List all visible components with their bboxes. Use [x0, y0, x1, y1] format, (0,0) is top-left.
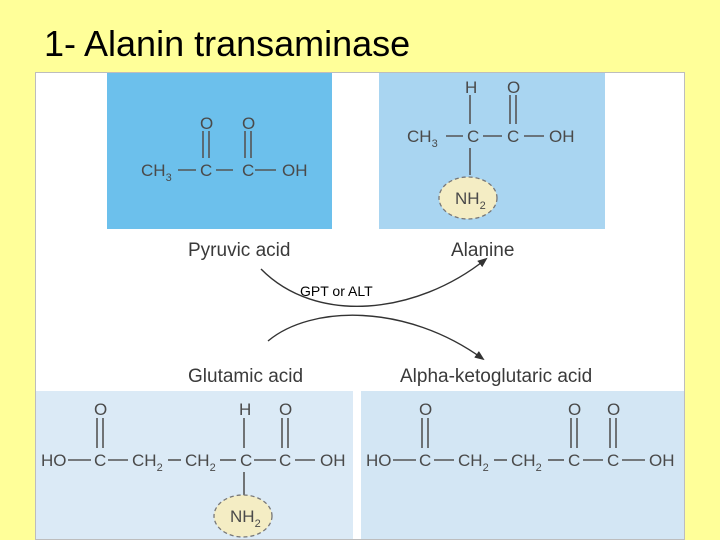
alanine-amine-oval	[438, 176, 498, 220]
ketoglutaric-box	[361, 391, 684, 539]
atom-ch2: CH2	[185, 451, 216, 474]
atom-ch2: CH2	[132, 451, 163, 474]
atom-c: C	[94, 451, 106, 470]
atom-c: C	[568, 451, 580, 470]
atom-oh: OH	[320, 451, 346, 470]
arrow-glutamic-to-ketoglutaric	[267, 314, 485, 361]
atom-oh: OH	[282, 161, 308, 180]
atom-c: C	[200, 161, 212, 180]
atom-h: H	[239, 400, 251, 419]
arrow-pyruvic-to-alanine	[260, 257, 488, 307]
atom-ch2: CH2	[511, 451, 542, 474]
atom-oh: OH	[649, 451, 675, 470]
slide-title: 1- Alanin transaminase	[44, 23, 411, 64]
atom-o: O	[568, 400, 581, 419]
atom-o: O	[200, 114, 213, 133]
atom-o: O	[607, 400, 620, 419]
atom-c: C	[467, 127, 479, 146]
atom-c: C	[240, 451, 252, 470]
glutamic-amine-oval	[213, 494, 273, 538]
atom-nh2: NH2	[230, 507, 261, 530]
alanine-structure: H O CH3 C C OH NH2	[407, 78, 575, 212]
atom-ch2: CH2	[458, 451, 489, 474]
atom-o: O	[507, 78, 520, 97]
glutamic-box	[36, 391, 353, 539]
diagram-svg: CH3 C C OH O O H O CH3 C C OH NH2 O H O …	[36, 73, 684, 539]
pyruvic-box	[107, 73, 332, 229]
atom-ch3: CH3	[407, 127, 438, 150]
pyruvic-structure: CH3 C C OH O O	[141, 114, 308, 184]
atom-ch3: CH3	[141, 161, 172, 184]
atom-c: C	[607, 451, 619, 470]
atom-o: O	[419, 400, 432, 419]
atom-h: H	[465, 78, 477, 97]
ketoglutaric-acid-label: Alpha-ketoglutaric acid	[400, 366, 592, 387]
glutamic-structure: O H O HO C CH2 CH2 C C OH NH2	[41, 400, 346, 530]
atom-nh2: NH2	[455, 189, 486, 212]
ketoglutaric-structure: O O O HO C CH2 CH2 C C OH	[366, 400, 675, 474]
atom-o: O	[242, 114, 255, 133]
reaction-diagram: CH3 C C OH O O H O CH3 C C OH NH2 O H O …	[35, 72, 685, 540]
atom-ho: HO	[41, 451, 67, 470]
enzyme-label: GPT or ALT	[300, 283, 373, 299]
atom-oh: OH	[549, 127, 575, 146]
bond-lines	[68, 95, 645, 499]
atom-c: C	[279, 451, 291, 470]
atom-c: C	[507, 127, 519, 146]
alanine-label: Alanine	[451, 240, 514, 261]
atom-o: O	[279, 400, 292, 419]
atom-c: C	[242, 161, 254, 180]
atom-o: O	[94, 400, 107, 419]
glutamic-acid-label: Glutamic acid	[188, 366, 303, 387]
atom-ho: HO	[366, 451, 392, 470]
atom-c: C	[419, 451, 431, 470]
pyruvic-acid-label: Pyruvic acid	[188, 240, 290, 261]
